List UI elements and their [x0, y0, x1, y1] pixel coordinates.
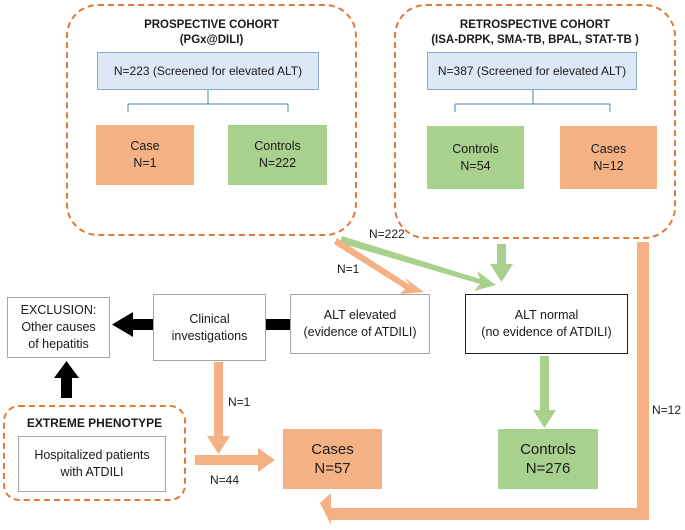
- alt-elevated-line-1: ALT elevated: [323, 308, 397, 322]
- cases-final-label: Cases: [311, 441, 354, 458]
- retrospective-cohort-frame: RETROSPECTIVE COHORT (ISA-DRPK, SMA-TB, …: [394, 4, 676, 239]
- green-arrow-normal-controls: [533, 356, 556, 428]
- cases-final-box: Cases N=57: [283, 429, 382, 489]
- edge-label-n44: N=44: [210, 473, 240, 487]
- alt-elevated-box: ALT elevated (evidence of ATDILI): [290, 294, 430, 354]
- alt-normal-line-2: (no evidence of ATDILI): [481, 325, 612, 339]
- prospective-controls-n: N=222: [258, 156, 297, 170]
- prospective-controls-box: Controls N=222: [228, 125, 327, 185]
- retrospective-title-text: RETROSPECTIVE COHORT: [459, 19, 611, 31]
- retrospective-screened-box: N=387 (Screened for elevated ALT): [427, 52, 637, 90]
- retrospective-controls-n: N=54: [460, 158, 491, 173]
- black-arrow-exclusion: [112, 312, 153, 337]
- prospective-case-box: Case N=1: [96, 125, 194, 185]
- alt-elevated-line-2: (evidence of ATDILI): [303, 325, 417, 339]
- prospective-bracket: [127, 90, 289, 112]
- orange-arrow-clinical-cases: [207, 362, 230, 454]
- prospective-controls-label: Controls: [254, 139, 301, 153]
- hospitalized-line-1: Hospitalized patients: [34, 448, 150, 462]
- exclusion-line-2: Other causes: [21, 320, 96, 334]
- orange-arrow-prospective: [334, 238, 424, 294]
- prospective-title-text: PROSPECTIVE COHORT: [144, 19, 279, 31]
- prospective-screened-box: N=223 (Screened for elevated ALT): [97, 52, 319, 90]
- orange-arrowhead-n12: [320, 493, 331, 525]
- retrospective-cases-box: Cases N=12: [560, 126, 657, 189]
- hospitalized-line-2: with ATDILI: [60, 465, 124, 479]
- controls-final-n: N=276: [525, 460, 571, 477]
- extreme-phenotype-title: EXTREME PHENOTYPE: [26, 416, 163, 430]
- hospitalized-patients-box: Hospitalized patients with ATDILI: [18, 436, 166, 492]
- alt-normal-line-1: ALT normal: [514, 308, 579, 322]
- clinical-investigations-box: Clinical investigations: [153, 294, 266, 361]
- retrospective-bracket: [454, 90, 611, 112]
- extreme-phenotype-frame: EXTREME PHENOTYPE: [3, 405, 186, 501]
- retrospective-title: RETROSPECTIVE COHORT (ISA-DRPK, SMA-TB, …: [396, 18, 674, 48]
- prospective-case-label: Case: [130, 139, 160, 153]
- edge-label-n1-mid: N=1: [228, 395, 251, 409]
- edge-label-n222: N=222: [369, 227, 405, 241]
- alt-normal-box: ALT normal (no evidence of ATDILI): [465, 294, 628, 354]
- controls-final-label: Controls: [520, 441, 576, 458]
- exclusion-line-1: EXCLUSION:: [20, 303, 97, 317]
- clinical-line-2: investigations: [171, 328, 248, 343]
- prospective-case-n: N=1: [133, 156, 157, 170]
- prospective-subtitle: (PGx@DILI): [179, 34, 244, 46]
- retrospective-cases-n: N=12: [593, 158, 624, 173]
- exclusion-line-3: of hepatitis: [28, 337, 89, 351]
- controls-final-box: Controls N=276: [498, 429, 598, 489]
- black-connector: [266, 319, 290, 330]
- clinical-line-1: Clinical: [189, 311, 230, 326]
- edge-label-n1-top: N=1: [337, 262, 360, 276]
- prospective-title: PROSPECTIVE COHORT (PGx@DILI): [68, 18, 355, 48]
- black-arrow-up-exclusion: [54, 361, 79, 398]
- retrospective-screened-text: N=387 (Screened for elevated ALT): [437, 64, 627, 78]
- exclusion-box: EXCLUSION: Other causes of hepatitis: [7, 297, 110, 358]
- retrospective-controls-label: Controls: [452, 141, 499, 156]
- edge-label-n12: N=12: [652, 403, 682, 417]
- green-arrow-prospective: [340, 236, 496, 291]
- green-arrow-retrospective: [490, 244, 513, 282]
- orange-arrow-extreme-cases: [195, 448, 275, 472]
- retrospective-cases-label: Cases: [590, 141, 627, 156]
- prospective-screened-text: N=223 (Screened for elevated ALT): [113, 64, 303, 78]
- prospective-cohort-frame: PROSPECTIVE COHORT (PGx@DILI): [66, 4, 357, 236]
- retrospective-controls-box: Controls N=54: [427, 126, 524, 189]
- retrospective-subtitle: (ISA-DRPK, SMA-TB, BPAL, STAT-TB ): [431, 34, 639, 46]
- cases-final-n: N=57: [314, 460, 351, 477]
